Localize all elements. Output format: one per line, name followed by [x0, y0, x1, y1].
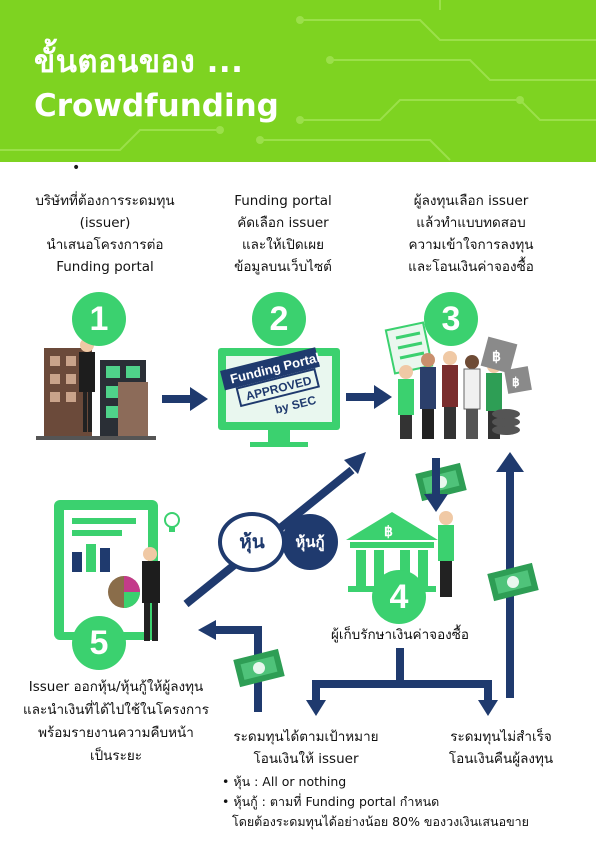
outcome-split-connector [312, 648, 492, 702]
arrow-right-icon [162, 387, 208, 411]
fail-outcome-text: ระดมทุนไม่สำเร็จ โอนเงินคืนผู้ลงทุน [416, 726, 586, 770]
step5-line: และนำเงินที่ได้ไปใช้ในโครงการ [23, 702, 209, 718]
transfer-to-issuer-connector [214, 626, 262, 712]
investors-group-icon: ฿ ฿ [384, 321, 532, 439]
step2-number-badge: 2 [252, 292, 306, 346]
success-outcome-text: ระดมทุนได้ตามเป้าหมาย โอนเงินให้ issuer [216, 726, 396, 770]
share-type-badge: หุ้น [218, 512, 286, 572]
page-title-line2: Crowdfunding [34, 88, 279, 124]
step2-line: ข้อมูลบนเว็บไซต์ [234, 259, 332, 275]
step5-description: Issuer ออกหุ้น/หุ้นกู้ให้ผู้ลงทุน และนำเ… [6, 676, 226, 768]
header-banner: ขั้นตอนของ ... Crowdfunding [0, 0, 596, 162]
step3-line: ผู้ลงทุนเลือก issuer [413, 193, 529, 209]
step3-line: ความเข้าใจการลงทุน [408, 237, 534, 253]
step3-line: แล้วทำแบบทดสอบ [416, 215, 526, 231]
step1-bullet: • [72, 160, 81, 176]
step1-line: (issuer) [79, 215, 131, 231]
circuit-pattern [0, 0, 596, 161]
step3-description: ผู้ลงทุนเลือก issuer แล้วทำแบบทดสอบ ความ… [376, 190, 566, 278]
step4-description: ผู้เก็บรักษาเงินค่าจองซื้อ [330, 627, 470, 643]
svg-text:฿: ฿ [492, 348, 501, 364]
fail-line: ระดมทุนไม่สำเร็จ [450, 729, 552, 745]
arrow-down-icon [306, 700, 498, 716]
lightbulb-icon [164, 512, 180, 532]
step1-number-badge: 1 [72, 292, 126, 346]
note-line: • หุ้นกู้ : ตามที่ Funding portal กำหนด [222, 794, 440, 809]
note-line: • หุ้น : All or nothing [222, 774, 347, 789]
success-line: โอนเงินให้ issuer [253, 751, 359, 767]
step5-line: พร้อมรายงานความคืบหน้า [38, 725, 194, 741]
step5-number-badge: 5 [72, 616, 126, 670]
bond-type-badge: หุ้นกู้ [282, 514, 338, 570]
arrow-left-icon [198, 620, 216, 640]
step1-description: บริษัทที่ต้องการระดมทุน (issuer) นำเสนอโ… [10, 190, 200, 278]
arrow-down-icon [424, 458, 448, 512]
funding-rules-notes: • หุ้น : All or nothing • หุ้นกู้ : ตามท… [222, 772, 529, 832]
progress-report-icon [54, 500, 180, 641]
monitor-icon: Funding Portal APPROVED by SEC [218, 347, 340, 447]
step1-line: นำเสนอโครงการต่อ [46, 237, 164, 253]
step2-line: และให้เปิดเผย [241, 237, 325, 253]
bitcoin-coin-icon: ฿ ฿ [480, 336, 532, 394]
arrow-right-icon [346, 385, 392, 409]
svg-text:฿: ฿ [384, 523, 393, 539]
banknote-icon [233, 648, 285, 688]
step2-description: Funding portal คัดเลือก issuer และให้เปิ… [198, 190, 368, 278]
banknote-icon [487, 562, 539, 602]
page-title-line1: ขั้นตอนของ ... [34, 44, 244, 80]
note-line: โดยต้องระดมทุนได้อย่างน้อย 80% ของวงเงิน… [232, 814, 529, 829]
step2-line: Funding portal [234, 193, 332, 209]
success-line: ระดมทุนได้ตามเป้าหมาย [233, 729, 379, 745]
step1-line: บริษัทที่ต้องการระดมทุน [35, 193, 175, 209]
svg-text:฿: ฿ [512, 375, 520, 389]
step4-number-badge: 4 [372, 570, 426, 624]
step5-line: Issuer ออกหุ้น/หุ้นกู้ให้ผู้ลงทุน [28, 679, 204, 695]
step1-line: Funding portal [56, 259, 154, 275]
fail-line: โอนเงินคืนผู้ลงทุน [448, 751, 554, 767]
step2-line: คัดเลือก issuer [237, 215, 329, 231]
company-building-icon [36, 338, 156, 440]
step5-line: เป็นระยะ [89, 748, 143, 764]
step3-number-badge: 3 [424, 292, 478, 346]
banknote-icon [415, 462, 467, 502]
step3-line: และโอนเงินค่าจองซื้อ [408, 259, 534, 275]
